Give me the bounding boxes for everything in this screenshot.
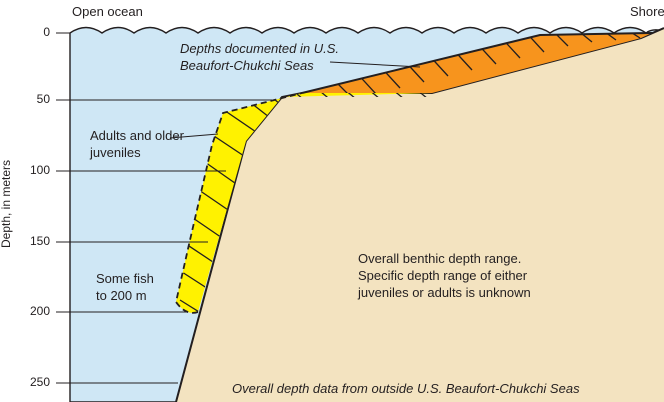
benthic-label-line3: juveniles or adults is unknown (358, 285, 531, 301)
some-fish-label-line2: to 200 m (96, 288, 147, 304)
adults-label-line2: juveniles (90, 145, 141, 161)
benthic-label-line1: Overall benthic depth range. (358, 251, 521, 267)
open-ocean-label: Open ocean (72, 4, 143, 20)
beaufort-label-line1: Depths documented in U.S. (180, 41, 339, 57)
depth-axis-title: Depth, in meters (0, 160, 14, 248)
tick-200: 200 (20, 304, 50, 318)
tick-0: 0 (20, 25, 50, 39)
shore-label: Shore (630, 4, 664, 20)
beaufort-label-line2: Beaufort-Chukchi Seas (180, 58, 314, 74)
tick-100: 100 (20, 163, 50, 177)
tick-150: 150 (20, 234, 50, 248)
outside-data-label: Overall depth data from outside U.S. Bea… (232, 381, 580, 397)
benthic-label-line2: Specific depth range of either (358, 268, 527, 284)
some-fish-label-line1: Some fish (96, 271, 154, 287)
tick-50: 50 (20, 92, 50, 106)
tick-250: 250 (20, 375, 50, 389)
adults-label-line1: Adults and older (90, 128, 184, 144)
